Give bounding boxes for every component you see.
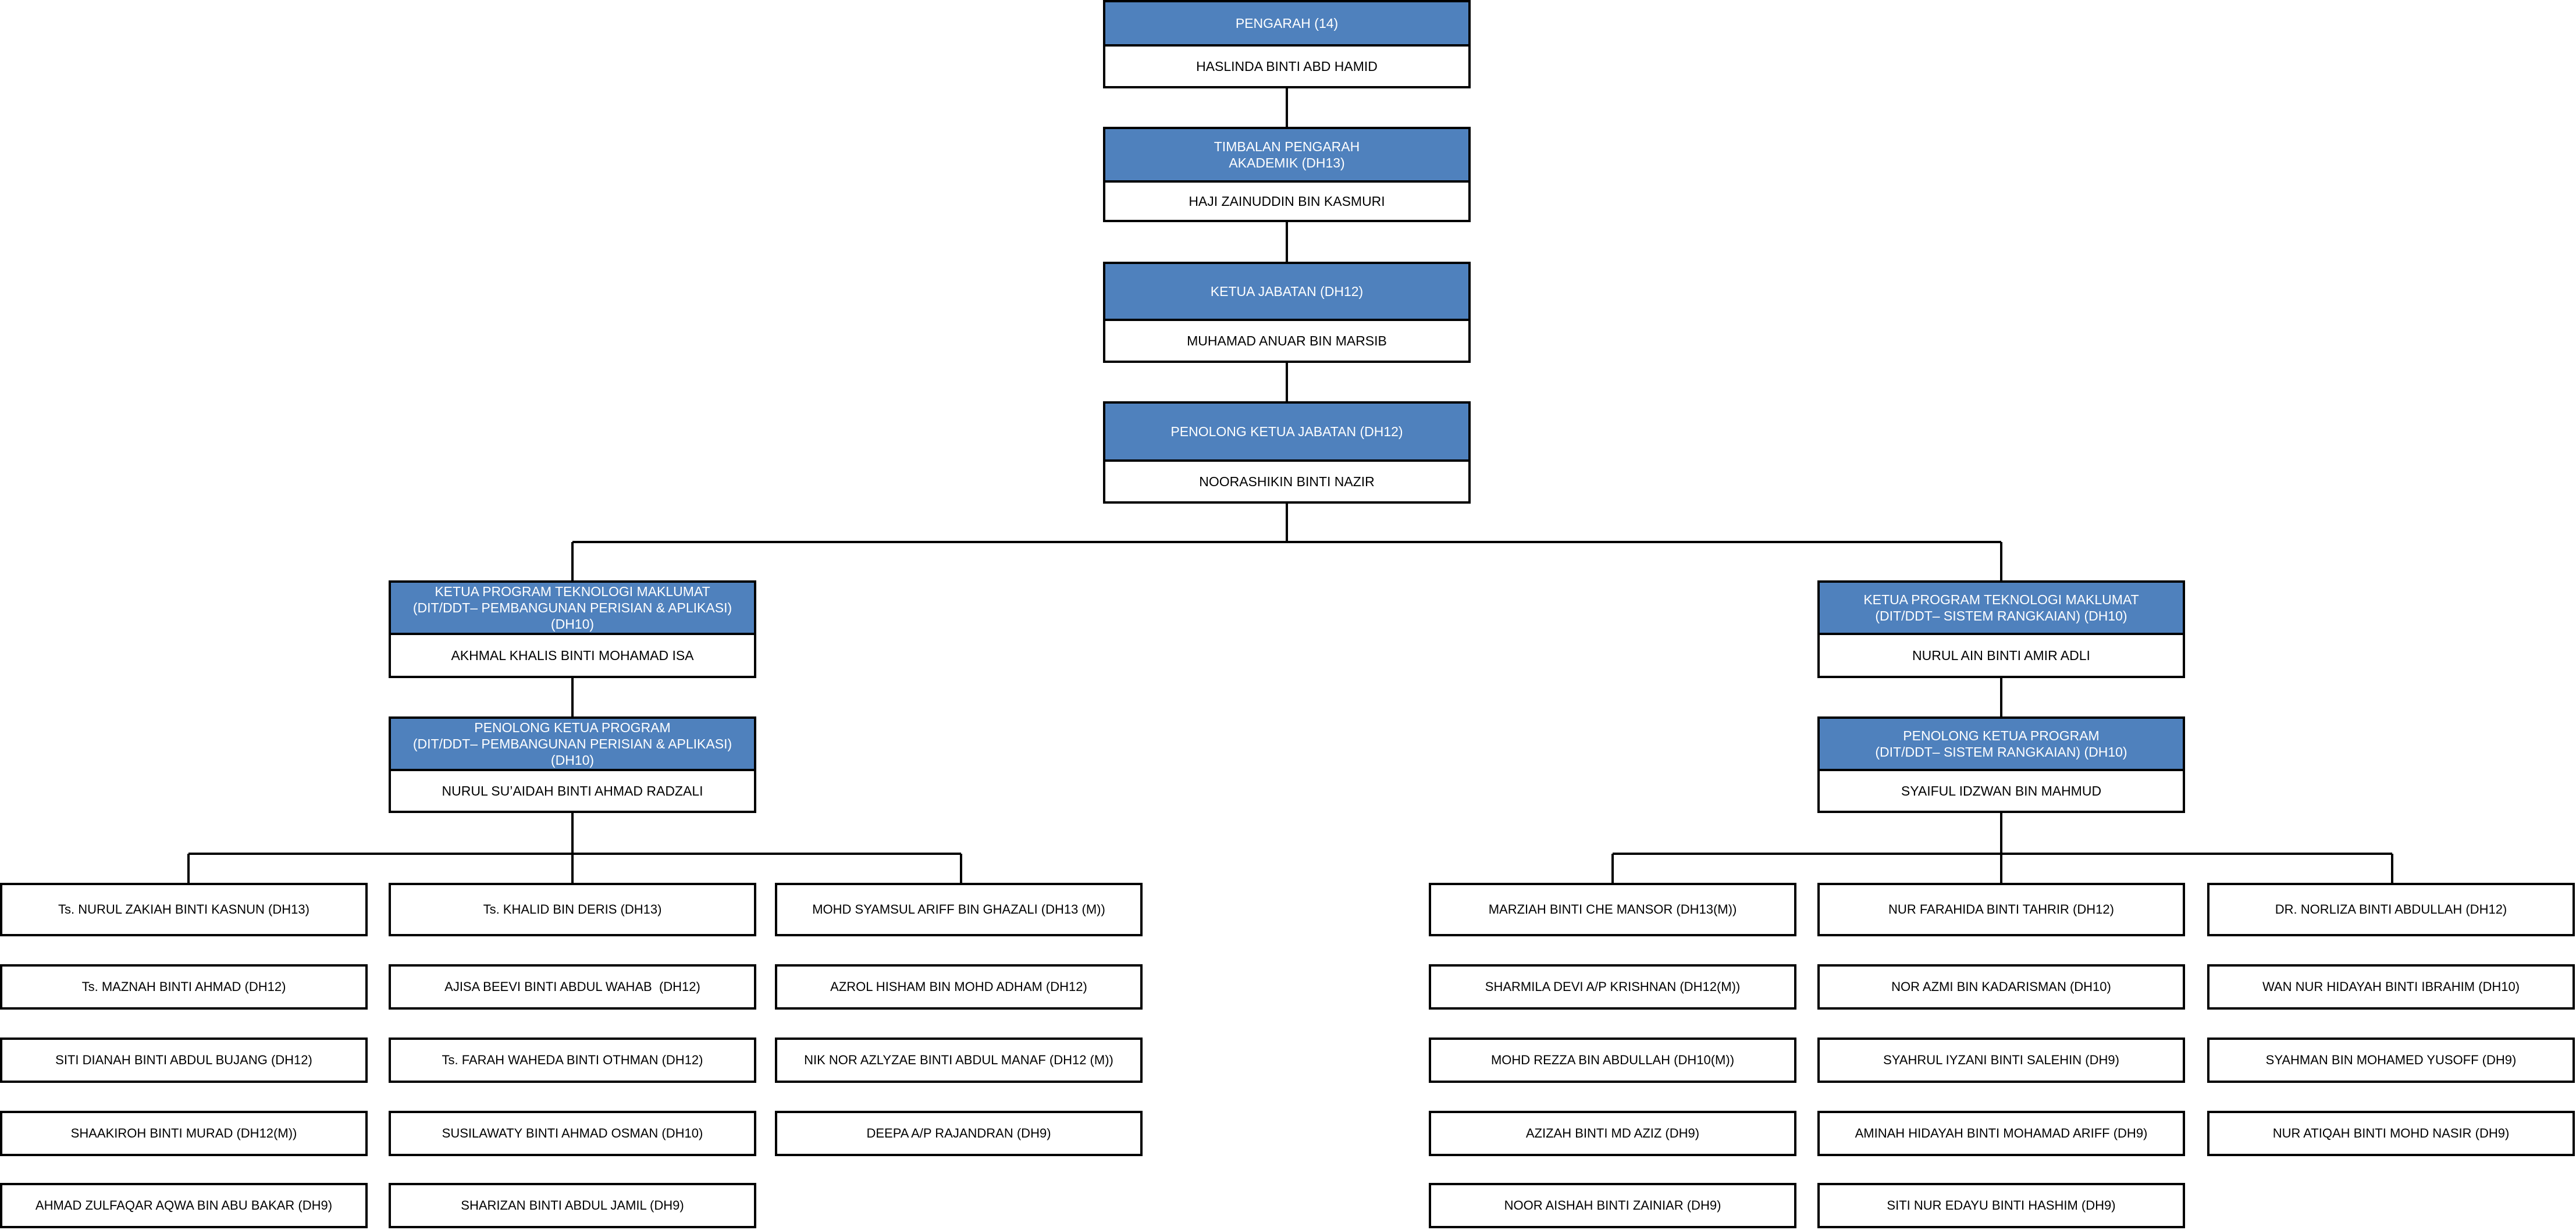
staff-box: WAN NUR HIDAYAH BINTI IBRAHIM (DH10) <box>2207 964 2575 1010</box>
staff-box: Ts. KHALID BIN DERIS (DH13) <box>389 883 756 936</box>
node-penolong-ketua-jabatan: PENOLONG KETUA JABATAN (DH12) NOORASHIKI… <box>1103 401 1471 504</box>
staff-box: SITI NUR EDAYU BINTI HASHIM (DH9) <box>1817 1183 2185 1228</box>
node-name: AKHMAL KHALIS BINTI MOHAMAD ISA <box>451 647 694 663</box>
node-ketua-program-left: KETUA PROGRAM TEKNOLOGI MAKLUMAT (DIT/DD… <box>389 580 756 678</box>
staff-box: SUSILAWATY BINTI AHMAD OSMAN (DH10) <box>389 1111 756 1156</box>
node-ketua-program-right: KETUA PROGRAM TEKNOLOGI MAKLUMAT (DIT/DD… <box>1817 580 2185 678</box>
staff-box: MOHD REZZA BIN ABDULLAH (DH10(M)) <box>1429 1038 1796 1083</box>
node-title: KETUA PROGRAM TEKNOLOGI MAKLUMAT (DIT/DD… <box>391 583 754 635</box>
node-name: HAJI ZAINUDDIN BIN KASMURI <box>1189 193 1385 209</box>
node-ketua-jabatan: KETUA JABATAN (DH12) MUHAMAD ANUAR BIN M… <box>1103 262 1471 363</box>
staff-box: SYAHRUL IYZANI BINTI SALEHIN (DH9) <box>1817 1038 2185 1083</box>
node-title: TIMBALAN PENGARAH AKADEMIK (DH13) <box>1105 129 1468 183</box>
staff-box: SHARMILA DEVI A/P KRISHNAN (DH12(M)) <box>1429 964 1796 1010</box>
staff-box: MARZIAH BINTI CHE MANSOR (DH13(M)) <box>1429 883 1796 936</box>
staff-box: Ts. NURUL ZAKIAH BINTI KASNUN (DH13) <box>0 883 368 936</box>
node-title: PENOLONG KETUA PROGRAM (DIT/DDT– SISTEM … <box>1820 719 2183 771</box>
staff-box: AMINAH HIDAYAH BINTI MOHAMAD ARIFF (DH9) <box>1817 1111 2185 1156</box>
node-title: PENOLONG KETUA PROGRAM (DIT/DDT– PEMBANG… <box>391 719 754 771</box>
staff-box: SYAHMAN BIN MOHAMED YUSOFF (DH9) <box>2207 1038 2575 1083</box>
staff-box: NOR AZMI BIN KADARISMAN (DH10) <box>1817 964 2185 1010</box>
staff-box: NUR ATIQAH BINTI MOHD NASIR (DH9) <box>2207 1111 2575 1156</box>
staff-box: AZIZAH BINTI MD AZIZ (DH9) <box>1429 1111 1796 1156</box>
node-title: PENGARAH (14) <box>1105 2 1468 47</box>
node-name: NOORASHIKIN BINTI NAZIR <box>1199 473 1375 489</box>
staff-box: AZROL HISHAM BIN MOHD ADHAM (DH12) <box>775 964 1143 1010</box>
node-name: NURUL SU’AIDAH BINTI AHMAD RADZALI <box>442 783 703 798</box>
staff-box: SITI DIANAH BINTI ABDUL BUJANG (DH12) <box>0 1038 368 1083</box>
node-title: PENOLONG KETUA JABATAN (DH12) <box>1105 404 1468 462</box>
node-timbalan-pengarah: TIMBALAN PENGARAH AKADEMIK (DH13) HAJI Z… <box>1103 127 1471 222</box>
staff-box: DR. NORLIZA BINTI ABDULLAH (DH12) <box>2207 883 2575 936</box>
node-name: HASLINDA BINTI ABD HAMID <box>1196 58 1378 74</box>
node-title: KETUA PROGRAM TEKNOLOGI MAKLUMAT (DIT/DD… <box>1820 583 2183 635</box>
staff-box: AHMAD ZULFAQAR AQWA BIN ABU BAKAR (DH9) <box>0 1183 368 1228</box>
staff-box: NOOR AISHAH BINTI ZAINIAR (DH9) <box>1429 1183 1796 1228</box>
staff-box: MOHD SYAMSUL ARIFF BIN GHAZALI (DH13 (M)… <box>775 883 1143 936</box>
staff-box: Ts. MAZNAH BINTI AHMAD (DH12) <box>0 964 368 1010</box>
node-name: MUHAMAD ANUAR BIN MARSIB <box>1187 333 1387 348</box>
staff-box: SHAAKIROH BINTI MURAD (DH12(M)) <box>0 1111 368 1156</box>
staff-box: Ts. FARAH WAHEDA BINTI OTHMAN (DH12) <box>389 1038 756 1083</box>
node-title: KETUA JABATAN (DH12) <box>1105 264 1468 321</box>
node-penolong-ketua-program-left: PENOLONG KETUA PROGRAM (DIT/DDT– PEMBANG… <box>389 716 756 813</box>
node-pengarah: PENGARAH (14) HASLINDA BINTI ABD HAMID <box>1103 0 1471 88</box>
staff-box: SHARIZAN BINTI ABDUL JAMIL (DH9) <box>389 1183 756 1228</box>
node-penolong-ketua-program-right: PENOLONG KETUA PROGRAM (DIT/DDT– SISTEM … <box>1817 716 2185 813</box>
staff-box: DEEPA A/P RAJANDRAN (DH9) <box>775 1111 1143 1156</box>
staff-box: NIK NOR AZLYZAE BINTI ABDUL MANAF (DH12 … <box>775 1038 1143 1083</box>
staff-box: AJISA BEEVI BINTI ABDUL WAHAB (DH12) <box>389 964 756 1010</box>
staff-box: NUR FARAHIDA BINTI TAHRIR (DH12) <box>1817 883 2185 936</box>
node-name: SYAIFUL IDZWAN BIN MAHMUD <box>1901 783 2102 798</box>
node-name: NURUL AIN BINTI AMIR ADLI <box>1912 647 2090 663</box>
